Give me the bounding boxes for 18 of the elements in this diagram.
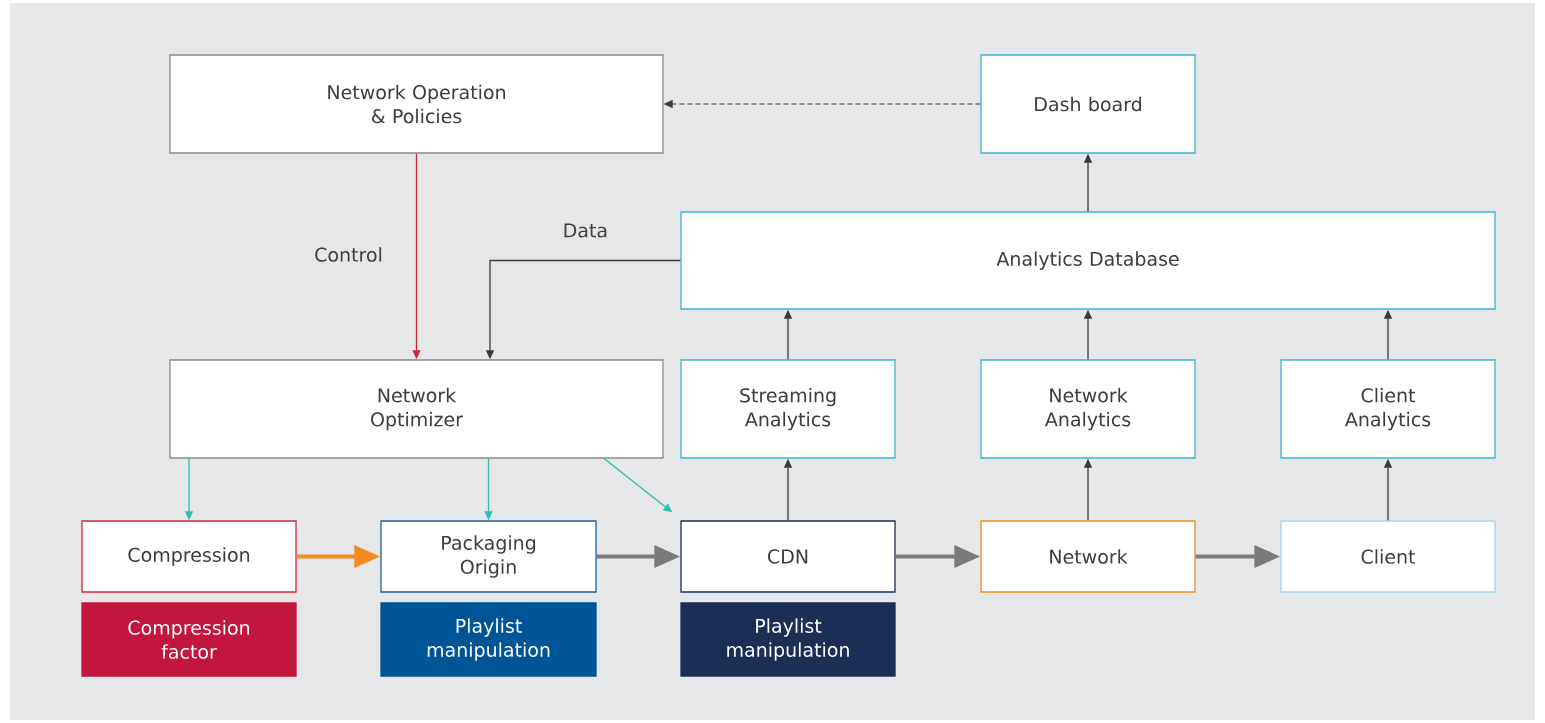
process-box: Dash board: [980, 54, 1196, 154]
process-box: Network Analytics: [980, 359, 1196, 459]
edge-label: Data: [564, 223, 607, 238]
process-box: Compression: [81, 520, 297, 593]
tag-box: Playlist manipulation: [380, 602, 597, 677]
tag-box: Compression factor: [81, 602, 297, 677]
process-box: Packaging Origin: [380, 520, 597, 593]
process-box: Streaming Analytics: [680, 359, 896, 459]
dashed-arrow: [664, 100, 981, 108]
edge-label: Control: [315, 247, 382, 262]
process-box: Network: [980, 520, 1196, 593]
process-box: CDN: [680, 520, 896, 593]
tag-box: Playlist manipulation: [680, 602, 896, 677]
process-box: Network Operation & Policies: [169, 54, 664, 154]
process-box: Analytics Database: [680, 211, 1496, 310]
process-box: Client Analytics: [1280, 359, 1496, 459]
process-box: Network Optimizer: [169, 359, 664, 459]
process-box: Client: [1280, 520, 1496, 593]
